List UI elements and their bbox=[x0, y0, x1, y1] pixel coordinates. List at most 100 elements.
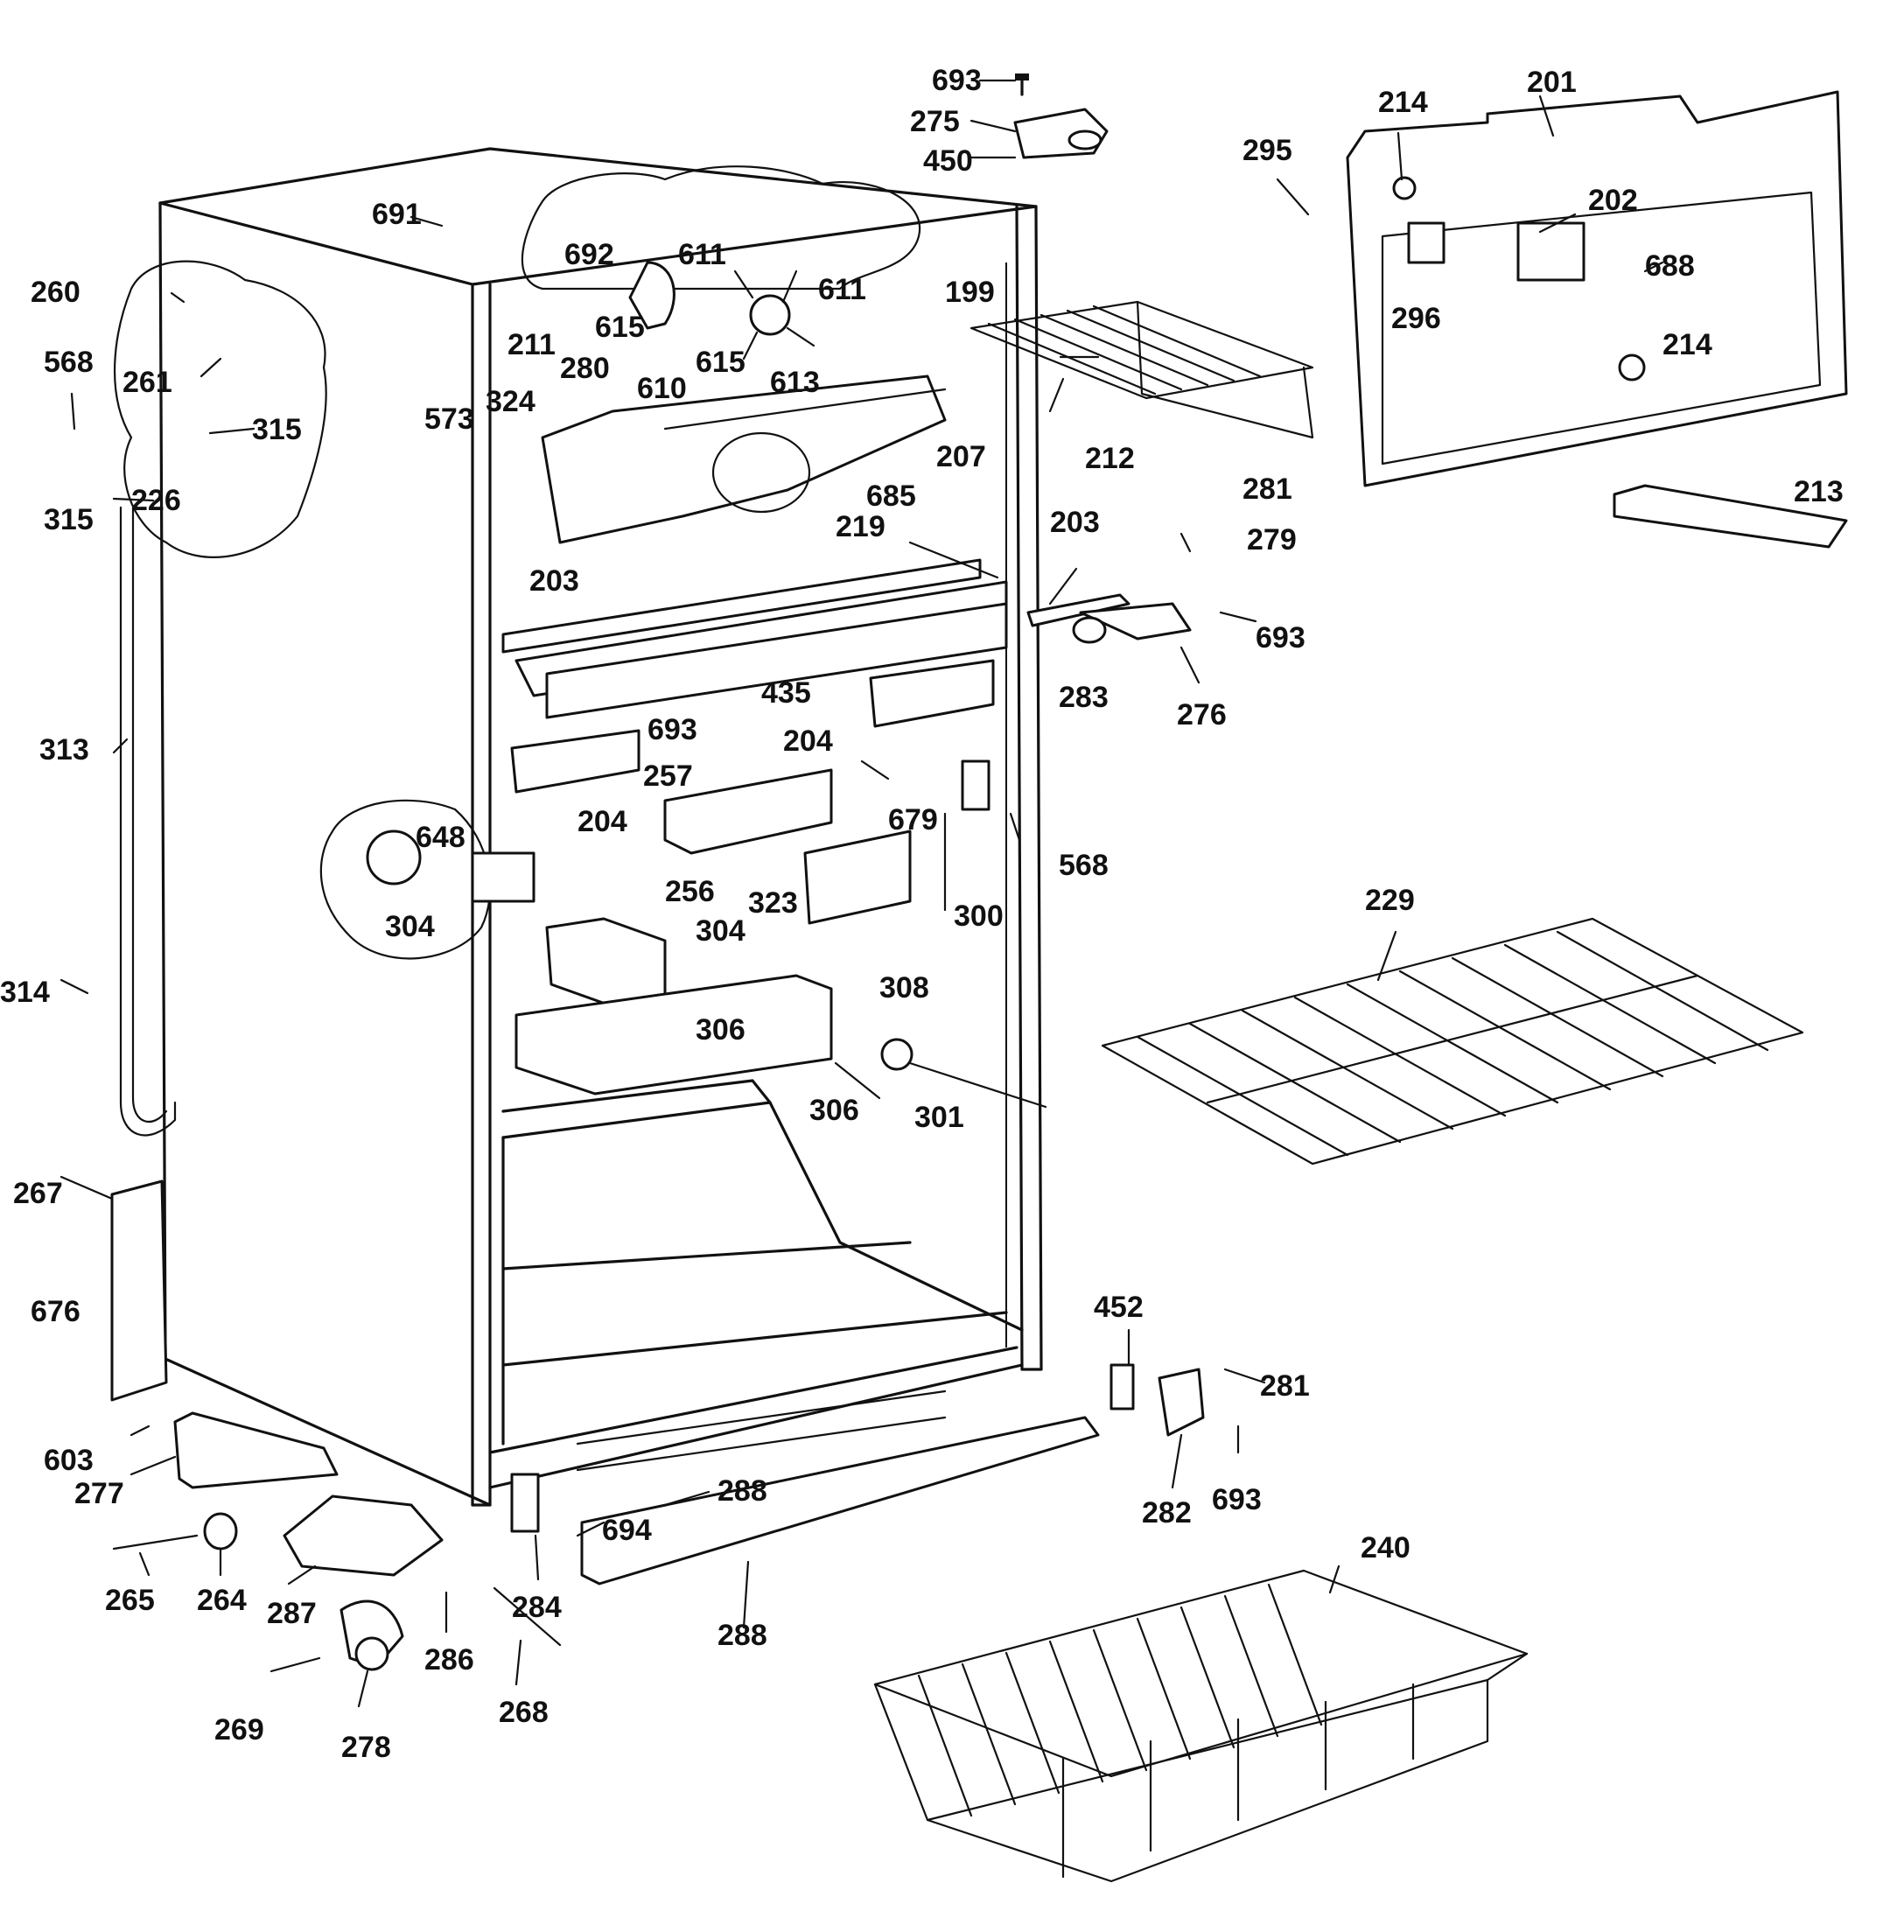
label-603: 603 bbox=[44, 1444, 94, 1477]
label-212: 212 bbox=[1085, 442, 1135, 475]
timer-648 bbox=[366, 830, 536, 903]
label-450: 450 bbox=[923, 144, 973, 178]
label-207: 207 bbox=[936, 440, 986, 473]
thermostat-300 bbox=[961, 760, 990, 811]
grommet-301 bbox=[880, 1038, 914, 1071]
label-283: 283 bbox=[1059, 681, 1109, 714]
label-315-b: 315 bbox=[44, 503, 94, 536]
mullion-rails-203 bbox=[501, 558, 1008, 719]
roller-278 bbox=[270, 1600, 404, 1673]
part-number-labels: 693 275 450 201 214 295 691 692 611 611 … bbox=[0, 64, 1844, 1764]
label-693-d: 693 bbox=[1212, 1483, 1262, 1516]
label-281: 281 bbox=[1242, 472, 1292, 506]
label-692: 692 bbox=[564, 238, 614, 271]
label-676: 676 bbox=[31, 1295, 80, 1328]
label-256: 256 bbox=[665, 875, 715, 908]
label-568: 568 bbox=[44, 346, 94, 379]
leveler-bracket-277 bbox=[173, 1411, 339, 1489]
label-693: 693 bbox=[932, 64, 982, 97]
label-296: 296 bbox=[1391, 302, 1441, 335]
label-219: 219 bbox=[836, 510, 886, 543]
wire-shelf-212 bbox=[970, 300, 1314, 439]
leader-lines bbox=[60, 79, 1664, 1708]
bracket-282 bbox=[1158, 1368, 1205, 1437]
label-304: 304 bbox=[385, 910, 435, 943]
label-304-b: 304 bbox=[696, 914, 746, 948]
label-287: 287 bbox=[267, 1597, 317, 1630]
label-199: 199 bbox=[945, 276, 995, 309]
label-280: 280 bbox=[560, 352, 610, 385]
label-324: 324 bbox=[486, 385, 536, 418]
label-679: 679 bbox=[888, 803, 938, 836]
label-685: 685 bbox=[866, 480, 916, 513]
kick-panel-267 bbox=[110, 1180, 168, 1402]
bracket-284 bbox=[510, 1473, 540, 1533]
label-610: 610 bbox=[637, 372, 687, 405]
label-257: 257 bbox=[643, 760, 693, 793]
label-214: 214 bbox=[1378, 86, 1428, 119]
wire-shelf-229 bbox=[1101, 917, 1804, 1166]
label-261: 261 bbox=[122, 366, 172, 399]
control-panel-306 bbox=[514, 974, 833, 1096]
label-203-b: 203 bbox=[529, 564, 579, 598]
label-615: 615 bbox=[595, 311, 645, 344]
label-211: 211 bbox=[508, 328, 556, 361]
roller-assembly-287 bbox=[112, 1494, 444, 1577]
label-611-b: 611 bbox=[818, 273, 866, 306]
control-cutaway-cloud bbox=[319, 799, 492, 960]
label-611: 611 bbox=[678, 238, 726, 271]
label-202: 202 bbox=[1588, 184, 1638, 217]
label-314: 314 bbox=[0, 976, 50, 1009]
evaporator-fan-assembly bbox=[541, 261, 947, 544]
left-cutaway-cloud bbox=[114, 260, 327, 558]
top-cutaway-cloud bbox=[521, 165, 921, 290]
label-295: 295 bbox=[1242, 134, 1292, 167]
label-275: 275 bbox=[910, 105, 960, 138]
freezer-door-liner bbox=[1346, 90, 1848, 487]
ice-tray-213 bbox=[1613, 484, 1848, 549]
brackets-204 bbox=[510, 659, 995, 794]
pad-452 bbox=[1110, 1363, 1135, 1410]
label-201: 201 bbox=[1527, 66, 1577, 99]
label-323: 323 bbox=[748, 886, 798, 920]
label-264: 264 bbox=[197, 1584, 247, 1617]
label-213: 213 bbox=[1794, 475, 1844, 508]
label-268: 268 bbox=[499, 1696, 549, 1729]
label-214-b: 214 bbox=[1662, 328, 1712, 361]
light-socket-304 bbox=[545, 917, 667, 1008]
cabinet-body bbox=[158, 147, 1043, 1507]
label-691: 691 bbox=[372, 198, 422, 231]
label-278: 278 bbox=[341, 1731, 391, 1764]
label-265: 265 bbox=[105, 1584, 155, 1617]
label-260: 260 bbox=[31, 276, 80, 309]
label-204: 204 bbox=[783, 724, 833, 758]
label-277: 277 bbox=[74, 1477, 124, 1510]
label-301: 301 bbox=[914, 1101, 964, 1134]
label-279: 279 bbox=[1247, 523, 1297, 556]
label-306-b: 306 bbox=[809, 1094, 859, 1127]
label-267: 267 bbox=[13, 1177, 63, 1210]
label-229: 229 bbox=[1365, 884, 1415, 917]
label-284: 284 bbox=[512, 1591, 562, 1624]
label-693-c: 693 bbox=[648, 713, 697, 746]
label-452: 452 bbox=[1094, 1291, 1144, 1324]
freezer-basket-240 bbox=[873, 1569, 1529, 1883]
hinge-center-276 bbox=[1026, 593, 1192, 644]
label-568-b: 568 bbox=[1059, 849, 1109, 882]
water-tube-313 bbox=[119, 506, 177, 1137]
label-204-b: 204 bbox=[578, 805, 627, 838]
label-276: 276 bbox=[1177, 698, 1227, 732]
label-435: 435 bbox=[761, 676, 811, 710]
label-688: 688 bbox=[1645, 249, 1695, 283]
label-288: 288 bbox=[718, 1474, 767, 1508]
label-300: 300 bbox=[954, 900, 1004, 933]
screw-693-top bbox=[1015, 74, 1029, 96]
label-306: 306 bbox=[696, 1013, 746, 1046]
control-housing-323 bbox=[663, 768, 912, 925]
label-226: 226 bbox=[131, 484, 181, 517]
screw-268 bbox=[493, 1586, 562, 1647]
label-694: 694 bbox=[602, 1514, 652, 1547]
label-693-b: 693 bbox=[1256, 621, 1306, 654]
label-286: 286 bbox=[424, 1643, 474, 1676]
